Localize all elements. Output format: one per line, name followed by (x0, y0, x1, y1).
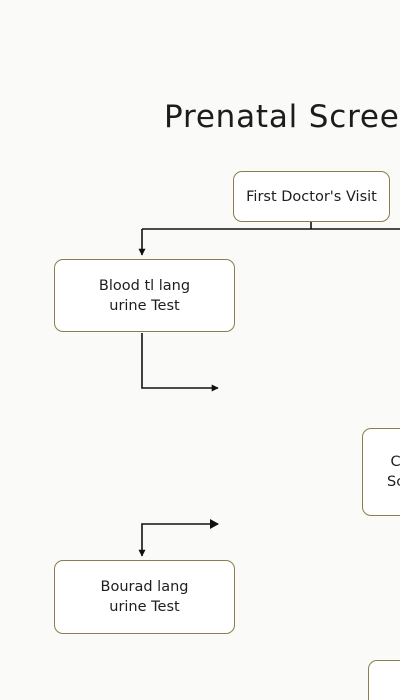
arrowhead-right-lower (210, 519, 219, 529)
arrow-from-blood-test (141, 333, 219, 392)
node-right-partial: C Sc (362, 428, 400, 516)
node-blood-test-line1: Blood tl lang (98, 277, 191, 294)
node-bourad-test-line2: urine Test (109, 599, 180, 615)
diagram-title: Prenatal Screening (164, 99, 400, 135)
node-bourad-test: Bourad lang urine Test (54, 560, 235, 634)
node-bourad-test-line1: Bourad lang (100, 579, 189, 595)
node-first-doctors-visit-label: First Doctor's Visit (246, 188, 377, 205)
node-bottom-right-partial (368, 660, 400, 700)
node-right-partial-line2: Sc (387, 474, 400, 490)
node-right-partial-line1: C (390, 454, 400, 470)
node-blood-test-line2: urine Test (109, 297, 180, 314)
arrow-to-bourad-test (138, 523, 218, 557)
node-first-doctors-visit: First Doctor's Visit (233, 171, 390, 222)
node-blood-test: Blood tl lang urine Test (54, 259, 235, 332)
